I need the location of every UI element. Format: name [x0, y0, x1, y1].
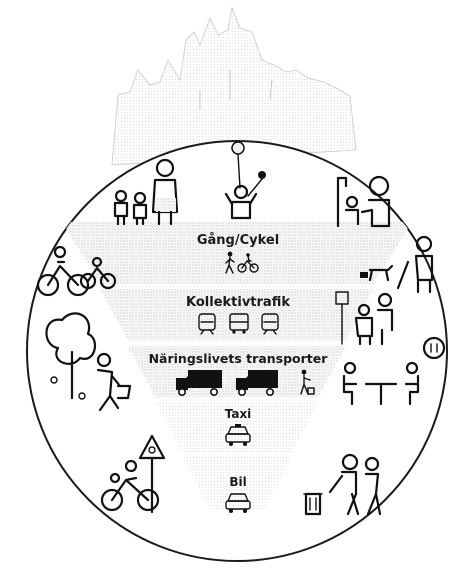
- bus-icon: [229, 313, 249, 334]
- cyclists-illustration: [36, 245, 117, 297]
- tier-label-walk-cycle: Gång/Cykel: [197, 233, 279, 248]
- tree-and-stroller-illustration: [45, 312, 132, 412]
- truck-icon: [236, 370, 278, 396]
- people-at-stop-sign-illustration: [335, 291, 394, 346]
- child-with-balloons-illustration: [224, 141, 266, 220]
- tier-label-business: Näringslivets transporter: [149, 351, 329, 366]
- cafe-conversation-illustration: [342, 336, 446, 406]
- truck-icon: [176, 370, 222, 396]
- bus-stop-adult-child-illustration: [336, 175, 391, 228]
- taxi-car-icon: [225, 424, 251, 446]
- tier-label-transit: Kollektivtrafik: [186, 295, 290, 310]
- tier-band-walk-cycle: [62, 222, 412, 284]
- train-icon: [198, 313, 216, 335]
- car-icon: [225, 493, 251, 513]
- city-skyline: [111, 6, 357, 166]
- bicycle-icon: [237, 253, 259, 273]
- family-walking-illustration: [113, 158, 179, 226]
- tram-icon: [261, 313, 279, 335]
- person-with-dog-illustration: [360, 235, 434, 294]
- tier-band-car: [182, 456, 292, 510]
- courier-icon: [300, 369, 315, 395]
- pedestrian-icon: [225, 251, 235, 274]
- couple-and-bin-illustration: [303, 453, 382, 516]
- tier-label-car: Bil: [229, 475, 246, 489]
- tier-label-taxi: Taxi: [225, 407, 252, 421]
- cyclist-with-sign-illustration: [100, 434, 166, 514]
